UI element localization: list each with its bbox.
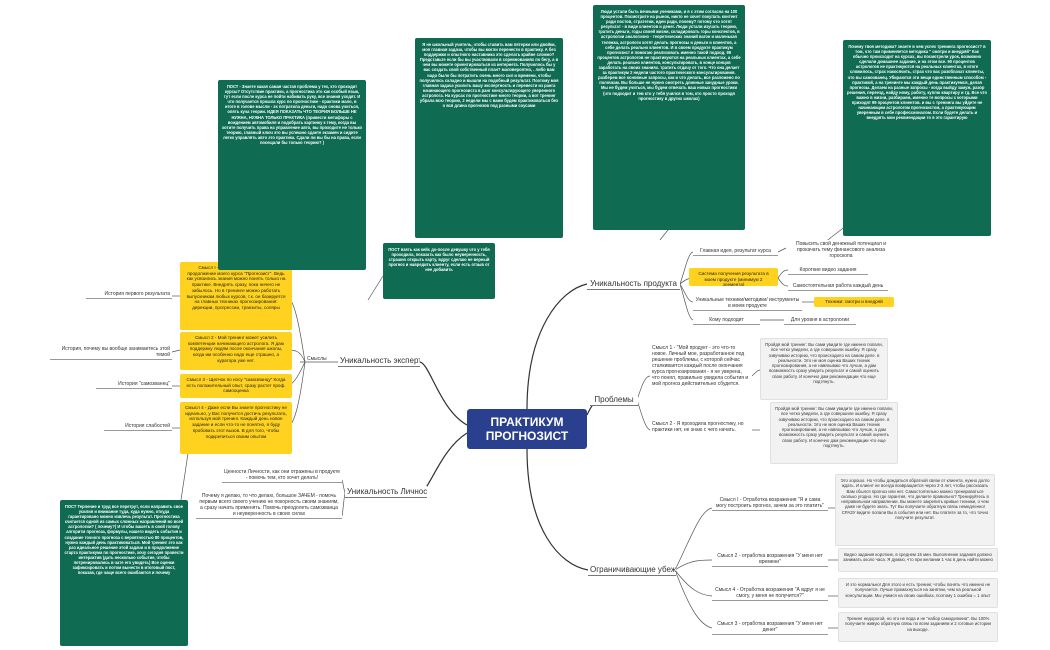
product-audience[interactable]: Кому подходит: [693, 316, 760, 325]
meaning-4-box[interactable]: Смысл 4 - Даже если Вы знаете прогностик…: [180, 402, 292, 454]
post-eternal-students[interactable]: Люди устали быть вечными учениками, и я …: [593, 5, 745, 230]
objection-1-label[interactable]: Смысл I - Отработка возражения "Я и сама…: [712, 496, 828, 511]
link-product: [526, 283, 588, 410]
problem-2-label-text: Смысл 2 - Я проходила прогностику, но пр…: [652, 421, 744, 433]
branch-objections-title: Ограничивающие убеждения: [590, 565, 676, 574]
story-weaknesses-label: История слабостей: [125, 423, 170, 429]
meaning-2-box[interactable]: Смысл 2 - Мой тренинг может усилить комп…: [180, 332, 292, 370]
problem-1-detail[interactable]: Пройдя мой тренинг: Вы сами увидите где …: [760, 338, 888, 400]
post-patience-and-work-text: ПОСТ Терпение и труд все перетрут, если …: [64, 504, 184, 576]
objection-1-detail-text: Это хорошо. Но чтобы дождаться обратной …: [840, 478, 990, 521]
link-personality: [419, 432, 468, 494]
central-topic-label: ПРАКТИКУМ ПРОГНОЗИСТ: [485, 415, 569, 443]
story-why-topic[interactable]: История, почему вы вообще занимаетесь эт…: [50, 345, 172, 360]
post-patience-and-work[interactable]: ПОСТ Терпение и труд все перетрут, если …: [60, 500, 188, 646]
post-method-look-and-apply[interactable]: Почему твоя методика? знаете в чем успех…: [843, 40, 991, 236]
product-main-idea-value-text: Повысить свой денежный потенциал и прока…: [795, 241, 887, 259]
objection-2-label-text: Смысл 2 - отработка возражения "У меня н…: [717, 553, 823, 565]
story-impostor[interactable]: История "самозванец": [96, 380, 172, 389]
product-main-idea-label: Главная идея, результат курса: [700, 248, 771, 254]
post-eternal-students-text: Люди устали быть вечными учениками, и я …: [597, 9, 741, 101]
product-main-idea[interactable]: Главная идея, результат курса: [693, 247, 778, 256]
objection-3-label-text: Смысл 3 - отработка возражения "У меня н…: [717, 621, 823, 633]
story-impostor-label: История "самозванец": [118, 381, 170, 387]
objection-4-detail[interactable]: И это нормально! Для этого и есть тренин…: [838, 578, 998, 608]
problem-1-label-text: Смысл 1 - "Мой продукт - это что-то ново…: [652, 345, 749, 387]
product-system[interactable]: Система получения результата в моем прод…: [689, 268, 778, 286]
post-method-look-and-apply-text: Почему твоя методика? знаете в чем успех…: [847, 44, 987, 121]
branch-product-title: Уникальность продукта: [590, 279, 677, 288]
story-weaknesses[interactable]: История слабостей: [104, 422, 172, 431]
post-case-before-after-text: ПОСТ взять как кейс до-после девушку что…: [388, 247, 490, 273]
problem-1-detail-text: Пройдя мой тренинг: Вы сами увидите где …: [765, 342, 883, 385]
product-techniques-value-text: Техники: смотри и внедряй: [825, 299, 883, 304]
meanings-link-label: Смыслы: [307, 356, 327, 362]
product-techniques[interactable]: Уникальные техники/методики/ инструменты…: [693, 296, 802, 311]
story-first-result[interactable]: История первого результата: [86, 290, 172, 299]
product-system-selfwork[interactable]: Самостоятельная работа каждый день: [788, 282, 888, 291]
problem-2-label[interactable]: Смысл 2 - Я проходила прогностику, но пр…: [650, 420, 752, 434]
personality-why[interactable]: Почему я делаю, то что делаю, большое ЗА…: [196, 492, 342, 519]
branch-problems-title: Проблемы: [594, 395, 634, 404]
objection-1-detail[interactable]: Это хорошо. Но чтобы дождаться обратной …: [835, 474, 995, 546]
objection-4-label-text: Смысл 4 - Отработка возражения "А вдруг …: [715, 587, 825, 599]
product-system-videos-text: Короткие видео задания: [799, 267, 857, 273]
objection-3-detail-text: Тренинг недорогой, но это не вода и не "…: [845, 616, 991, 632]
meaning-1-box[interactable]: Смысл I - Тренинг был задуман как продол…: [180, 262, 292, 330]
post-practice-problem[interactable]: ПОСТ - Знаете какая самая частая проблем…: [218, 80, 366, 270]
meaning-3-box[interactable]: Смысл 3 - Щелчок по носу "самозванцу" Ко…: [180, 374, 292, 398]
product-system-selfwork-text: Самостоятельная работа каждый день: [792, 283, 884, 289]
link-objections: [526, 448, 589, 571]
objection-2-detail[interactable]: Видео задания короткие, в среднем 15 мин…: [838, 548, 998, 572]
meaning-3-text: Смысл 3 - Щелчок по носу "самозванцу" Ко…: [186, 377, 286, 394]
post-mentor-support[interactable]: Я не школьный учитель, чтобы ставить вам…: [415, 38, 563, 238]
product-main-idea-value[interactable]: Повысить свой денежный потенциал и прока…: [786, 240, 896, 260]
branch-personality[interactable]: Уникальность Личности: [345, 486, 427, 498]
objection-1-label-text: Смысл I - Отработка возражения "Я и сама…: [715, 497, 825, 509]
meaning-4-text: Смысл 4 - Даже если Вы знаете прогностик…: [185, 405, 287, 439]
branch-objections[interactable]: Ограничивающие убеждения: [588, 564, 676, 576]
objection-3-label[interactable]: Смысл 3 - отработка возражения "У меня н…: [712, 620, 828, 635]
problem-1-label[interactable]: Смысл 1 - "Мой продукт - это что-то ново…: [650, 344, 752, 388]
product-system-label: Система получения результата в моем прод…: [698, 271, 769, 286]
branch-problems[interactable]: Проблемы: [590, 394, 638, 406]
branch-product[interactable]: Уникальность продукта: [587, 278, 680, 290]
branch-personality-title: Уникальность Личности: [347, 487, 427, 496]
product-audience-value[interactable]: Для уровня в астрологии: [784, 316, 856, 325]
central-topic[interactable]: ПРАКТИКУМ ПРОГНОЗИСТ: [467, 409, 587, 449]
branch-expertise-title: Уникальность экспертизы: [340, 356, 420, 365]
objection-2-label[interactable]: Смысл 2 - отработка возражения "У меня н…: [712, 552, 828, 567]
objection-2-detail-text: Видео задания короткие, в среднем 15 мин…: [843, 552, 993, 563]
product-system-videos[interactable]: Короткие видео задания: [788, 266, 868, 275]
product-audience-value-text: Для уровня в астрологии: [790, 317, 850, 323]
product-audience-label: Кому подходит: [709, 317, 744, 323]
link-expertise: [419, 361, 468, 426]
personality-values[interactable]: Ценности Личности, как они отражены в пр…: [222, 468, 342, 483]
objection-4-label[interactable]: Смысл 4 - Отработка возражения "А вдруг …: [712, 586, 828, 601]
objection-3-detail[interactable]: Тренинг недорогой, но это не вода и не "…: [838, 612, 998, 642]
post-mentor-support-text: Я не школьный учитель, чтобы ставить вам…: [419, 42, 559, 109]
personality-why-text: Почему я делаю, то что делаю, большое ЗА…: [199, 493, 339, 517]
product-techniques-label: Уникальные техники/методики/ инструменты…: [695, 297, 800, 309]
problem-2-detail[interactable]: Пройдя мой тренинг: Вы сами увидите где …: [770, 402, 898, 464]
branch-expertise[interactable]: Уникальность экспертизы: [338, 355, 420, 367]
problem-2-detail-text: Пройдя мой тренинг: Вы сами увидите где …: [775, 406, 893, 449]
objection-4-detail-text: И это нормально! Для этого и есть тренин…: [845, 582, 991, 598]
product-techniques-value[interactable]: Техники: смотри и внедряй: [814, 297, 894, 307]
post-case-before-after[interactable]: ПОСТ взять как кейс до-после девушку что…: [383, 243, 495, 299]
personality-values-text: Ценности Личности, как они отражены в пр…: [224, 469, 340, 481]
story-why-topic-label: История, почему вы вообще занимаетесь эт…: [61, 346, 170, 358]
story-first-result-label: История первого результата: [104, 291, 170, 297]
meaning-2-text: Смысл 2 - Мой тренинг может усилить комп…: [187, 335, 285, 363]
meaning-1-text: Смысл I - Тренинг был задуман как продол…: [186, 265, 286, 310]
post-practice-problem-text: ПОСТ - Знаете какая самая частая проблем…: [222, 84, 362, 146]
